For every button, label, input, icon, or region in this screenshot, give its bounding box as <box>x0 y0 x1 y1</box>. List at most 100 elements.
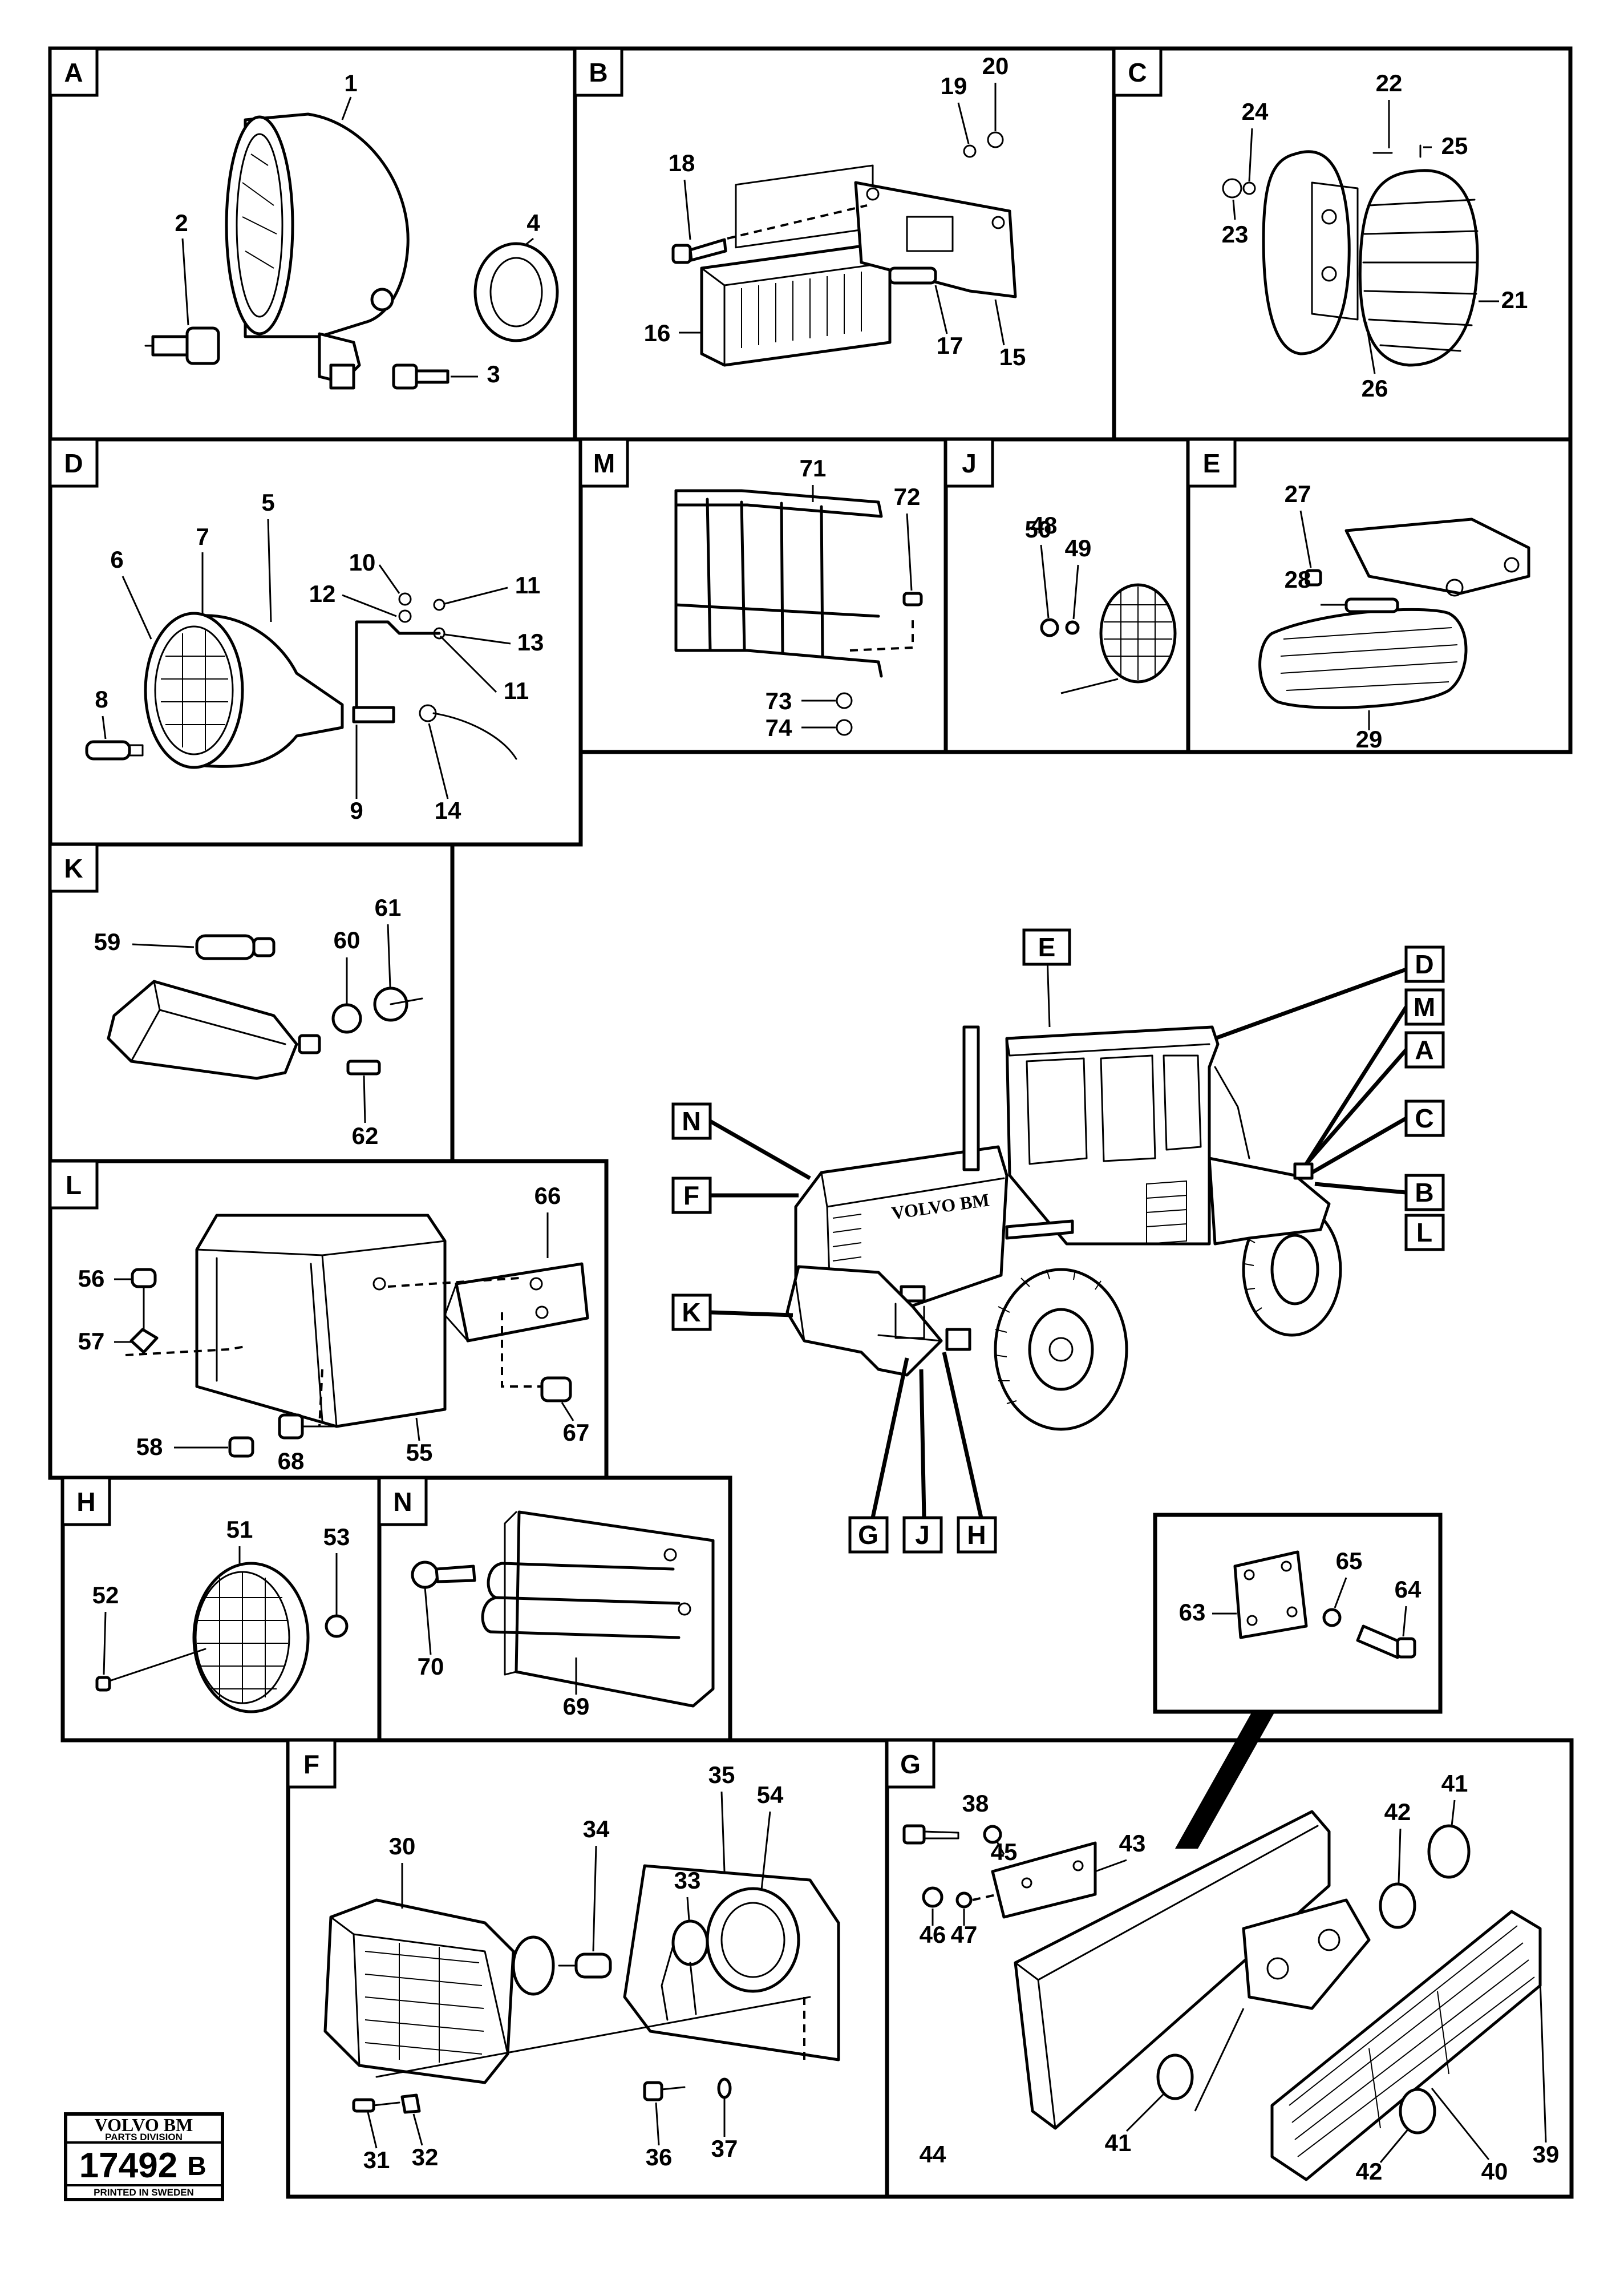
part-number: 21 <box>1501 286 1528 313</box>
part-number: 46 <box>920 1921 946 1948</box>
part-number: 55 <box>406 1439 433 1466</box>
panel-a: A 1 2 3 4 <box>48 46 577 442</box>
panel-g-letter: G <box>900 1749 921 1779</box>
panel-c: C 21 22 23 24 25 26 <box>1112 46 1573 442</box>
part-number: 9 <box>350 797 363 824</box>
part-number: 28 <box>1285 566 1311 593</box>
location-tag-j: J <box>915 1520 930 1550</box>
part-number: 17 <box>937 332 963 359</box>
part-number: 27 <box>1285 480 1311 507</box>
part-number: 51 <box>226 1516 253 1543</box>
title-block-division: PARTS DIVISION <box>105 2132 183 2142</box>
part-number: 22 <box>1376 70 1403 96</box>
panel-c-letter: C <box>1128 58 1147 87</box>
part-number: 42 <box>1356 2158 1383 2185</box>
part-number: 54 <box>757 1781 784 1808</box>
part-number: 60 <box>334 927 361 953</box>
drawing-revision: B <box>187 2151 206 2181</box>
part-number: 16 <box>644 320 671 346</box>
panel-j: J 48 49 50 <box>943 437 1190 754</box>
part-number: 71 <box>800 455 827 482</box>
side-marker-drawing <box>107 980 321 1080</box>
part-number: 8 <box>95 686 108 713</box>
part-number: 52 <box>92 1582 119 1608</box>
title-block-printed: PRINTED IN SWEDEN <box>94 2187 194 2198</box>
part-number: 4 <box>527 209 540 236</box>
part-number: 57 <box>78 1328 105 1355</box>
part-number: 70 <box>418 1653 444 1680</box>
panel-m: M 71 72 73 74 <box>578 437 948 754</box>
part-number: 58 <box>136 1433 163 1460</box>
location-tag-c: C <box>1415 1103 1433 1133</box>
location-tag-a: A <box>1415 1035 1433 1065</box>
part-number: 23 <box>1222 221 1249 248</box>
part-number: 13 <box>517 629 544 656</box>
panel-n: N 70 69 <box>377 1475 732 1743</box>
bulb-drawing <box>195 934 276 960</box>
location-tag-l: L <box>1416 1218 1432 1247</box>
part-number: 31 <box>363 2146 390 2173</box>
part-number: 12 <box>309 580 336 607</box>
panel-j-letter: J <box>962 448 977 478</box>
reflector-drawing <box>192 1562 310 1713</box>
panel-a-letter: A <box>64 58 83 87</box>
part-number: 66 <box>534 1182 561 1209</box>
panel-l-letter: L <box>66 1170 82 1200</box>
part-number: 49 <box>1065 535 1092 561</box>
bracket-drawing <box>355 620 441 709</box>
part-number: 53 <box>323 1523 350 1550</box>
location-tag-k: K <box>682 1297 700 1327</box>
interior-lamp-drawing <box>1258 518 1530 709</box>
part-number: 24 <box>1242 98 1269 125</box>
panel-m-letter: M <box>593 448 615 478</box>
part-number: 56 <box>78 1265 105 1292</box>
part-number: 74 <box>766 714 792 741</box>
bulb-drawing <box>144 326 220 365</box>
panel-d: D 5 6 7 8 9 10 11 <box>48 437 583 847</box>
panel-h-letter: H <box>76 1487 95 1517</box>
title-block-brand: VOLVO BM <box>95 2115 193 2135</box>
part-number: 42 <box>1384 1798 1411 1825</box>
part-number: 19 <box>941 72 967 99</box>
panel-e: E 27 28 29 <box>1186 437 1573 754</box>
panel-h: H 51 52 53 <box>60 1475 382 1743</box>
part-number: 32 <box>412 2144 439 2170</box>
part-number: 48 <box>1031 512 1058 539</box>
panel-n-letter: N <box>393 1487 412 1517</box>
detail-bracket-plate: 63 64 65 <box>1153 1513 1443 1849</box>
title-block: VOLVO BM PARTS DIVISION 17492 B PRINTED … <box>64 2112 224 2201</box>
part-number: 11 <box>504 677 529 704</box>
panel-b: B 15 16 17 18 19 20 <box>573 46 1116 442</box>
part-number: 26 <box>1362 375 1388 402</box>
drawing-number: 17492 <box>79 2146 177 2185</box>
bulb-drawing <box>888 266 937 285</box>
lamp-lens-drawing <box>1358 169 1479 367</box>
part-number: 73 <box>766 688 792 714</box>
part-number: 61 <box>375 894 402 921</box>
part-number: 59 <box>94 928 121 955</box>
location-tag-h: H <box>967 1520 986 1550</box>
spot-lamp-drawing <box>144 612 395 769</box>
location-tag-d: D <box>1415 949 1433 979</box>
part-number: 62 <box>352 1122 379 1149</box>
panel-d-letter: D <box>64 448 83 478</box>
part-number: 37 <box>711 2135 738 2162</box>
screw-drawing <box>392 363 449 390</box>
panel-g: G 38 39 40 <box>885 1738 1574 2199</box>
location-tag-b: B <box>1415 1178 1433 1207</box>
part-number: 25 <box>1441 132 1468 159</box>
detail-connector <box>1175 1712 1275 1849</box>
part-number: 1 <box>344 70 357 96</box>
location-tag-f: F <box>683 1181 699 1210</box>
part-number: 45 <box>991 1838 1018 1865</box>
part-number: 40 <box>1481 2158 1508 2185</box>
part-number: 68 <box>278 1448 305 1474</box>
part-number: 18 <box>669 149 695 176</box>
part-number: 5 <box>261 489 274 516</box>
lamp-cover-drawing <box>195 1214 447 1428</box>
part-number: 15 <box>999 343 1026 370</box>
part-number: 63 <box>1179 1599 1206 1626</box>
screw-drawing <box>671 238 727 264</box>
part-number: 33 <box>674 1867 701 1894</box>
